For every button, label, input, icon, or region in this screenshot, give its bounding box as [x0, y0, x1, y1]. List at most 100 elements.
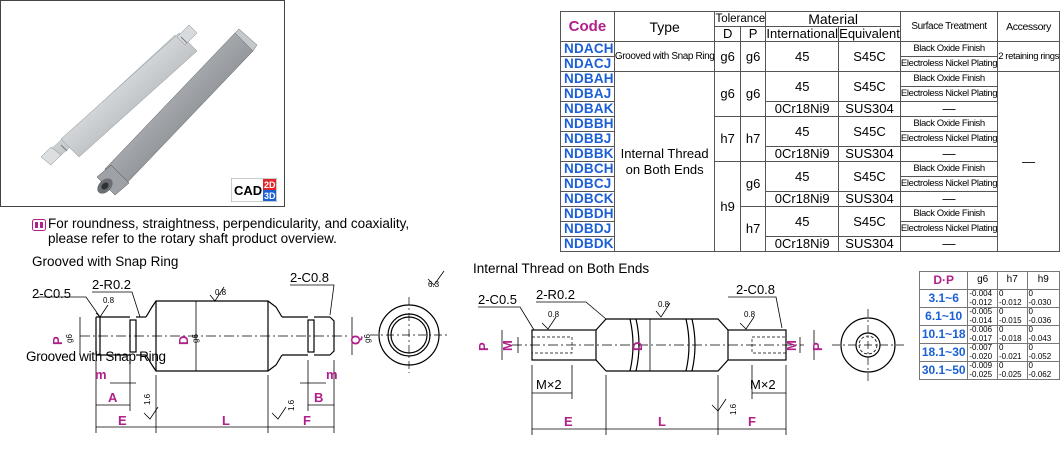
code-ndbbj[interactable]: NDBBJ [560, 131, 615, 147]
material-45: 45 [765, 41, 840, 72]
code-ndbdh[interactable]: NDBDH [560, 206, 615, 222]
tol-p-g6: g6 [739, 161, 767, 207]
code-ndbak[interactable]: NDBAK [560, 101, 615, 117]
equivalent-sus304: SUS304 [838, 146, 901, 162]
code-ndbdk[interactable]: NDBDK [560, 236, 615, 252]
equivalent-s45c: S45C [838, 41, 901, 72]
right-rough-08-a: 0.8 [548, 310, 560, 319]
header-material: Material [765, 11, 901, 27]
dp-value: -0.036 [1028, 315, 1052, 325]
dp-value: 0 [998, 343, 1004, 352]
dp-value: -0.025 [998, 369, 1022, 379]
left-a-label: A [108, 390, 118, 405]
material-45: 45 [765, 161, 840, 192]
right-leaders [478, 296, 783, 331]
header-tolerance: Tolerance [714, 11, 767, 27]
dp-cell-h7: 0-0.012 [996, 289, 1028, 308]
grooved-shaft-image [40, 24, 198, 166]
surface-black-oxide: Black Oxide Finish [899, 206, 999, 222]
right-e-label: E [564, 414, 573, 429]
right-p-label-b: P [810, 342, 825, 351]
note-line-2: please refer to the rotary shaft product… [48, 231, 337, 246]
right-r02: 2-R0.2 [536, 287, 575, 302]
dp-value: 0 [1028, 343, 1033, 352]
code-ndbaj[interactable]: NDBAJ [560, 86, 615, 102]
equivalent-sus304: SUS304 [838, 236, 901, 252]
surface-none: — [899, 236, 999, 252]
right-c05: 2-C0.5 [478, 292, 517, 307]
dp-cell-h9: 0-0.036 [1026, 307, 1060, 326]
dp-col-h7: h7 [996, 271, 1028, 290]
code-ndbch[interactable]: NDBCH [560, 161, 615, 177]
code-ndbck[interactable]: NDBCK [560, 191, 615, 207]
code-ndbbk[interactable]: NDBBK [560, 146, 615, 162]
surface-black-oxide: Black Oxide Finish [899, 71, 999, 87]
dp-value: -0.018 [998, 333, 1022, 343]
left-rough-16-b: 1.6 [287, 399, 296, 411]
right-l-label: L [658, 414, 666, 429]
product-photo-frame [0, 0, 285, 207]
accessory-none: — [997, 71, 1060, 252]
dp-cell-h7: 0-0.015 [996, 307, 1028, 326]
dp-range: 30.1~50 [918, 361, 969, 380]
left-p-g6: g6 [65, 334, 74, 343]
code-ndbdj[interactable]: NDBDJ [560, 221, 615, 237]
dp-cell-h9: 0-0.030 [1026, 289, 1060, 308]
dp-value: -0.012 [969, 297, 993, 307]
right-rough-08-b: 0.8 [658, 300, 670, 309]
dp-cell-g6: -0.004-0.012 [967, 289, 998, 308]
surface-nickel: Electroless Nickel Plating [899, 56, 999, 72]
left-b-label: B [314, 390, 323, 405]
right-end-view [832, 309, 904, 381]
code-ndbcj[interactable]: NDBCJ [560, 176, 615, 192]
left-rough-63: 6.3 [428, 280, 440, 289]
surface-none: — [899, 101, 999, 117]
code-ndbah[interactable]: NDBAH [560, 71, 615, 87]
surface-none: — [899, 146, 999, 162]
code-ndach[interactable]: NDACH [560, 41, 615, 57]
dp-value: -0.020 [969, 351, 993, 361]
dp-value: -0.052 [1028, 351, 1052, 361]
right-m-label-b: M [784, 340, 799, 351]
dp-value: -0.005 [969, 307, 993, 316]
header-type: Type [613, 11, 716, 42]
right-p-label-a: P [476, 342, 491, 351]
header-surface: Surface Treatment [899, 11, 999, 42]
dp-value: -0.021 [998, 351, 1022, 361]
surface-black-oxide: Black Oxide Finish [899, 161, 999, 177]
dp-header: D·P [918, 271, 969, 290]
right-rough-16: 1.6 [729, 403, 738, 415]
equivalent-s45c: S45C [838, 161, 901, 192]
left-d-g6: g6 [191, 334, 200, 343]
code-ndbbh[interactable]: NDBBH [560, 116, 615, 132]
left-p-label: P [50, 336, 65, 345]
dp-value: -0.030 [1028, 297, 1052, 307]
left-q-g6: g6 [363, 334, 372, 343]
material-0cr18ni9: 0Cr18Ni9 [765, 101, 840, 117]
left-rough-16-a: 1.6 [143, 393, 152, 405]
equivalent-sus304: SUS304 [838, 101, 901, 117]
surface-nickel: Electroless Nickel Plating [899, 176, 999, 192]
dp-value: -0.012 [998, 297, 1022, 307]
cad-3d-box [263, 190, 276, 201]
cad-badge[interactable]: CAD 2D 3D [230, 177, 278, 203]
right-roughness-symbols [541, 302, 755, 412]
left-drawing-title: Grooved with Snap Ring [32, 254, 179, 269]
dp-value: 0 [998, 289, 1004, 298]
code-ndacj[interactable]: NDACJ [560, 56, 615, 72]
tol-d-h7: h7 [714, 116, 741, 162]
material-0cr18ni9: 0Cr18Ni9 [765, 236, 840, 252]
threaded-shaft-image [96, 28, 258, 196]
tol-p-g6: g6 [739, 71, 767, 117]
right-m-label-a: M [500, 340, 515, 351]
type-internal: Internal Thread on Both Ends [613, 71, 716, 252]
header-code: Code [560, 11, 615, 42]
tol-p-g6: g6 [739, 41, 767, 72]
material-45: 45 [765, 71, 840, 102]
material-0cr18ni9: 0Cr18Ni9 [765, 191, 840, 207]
